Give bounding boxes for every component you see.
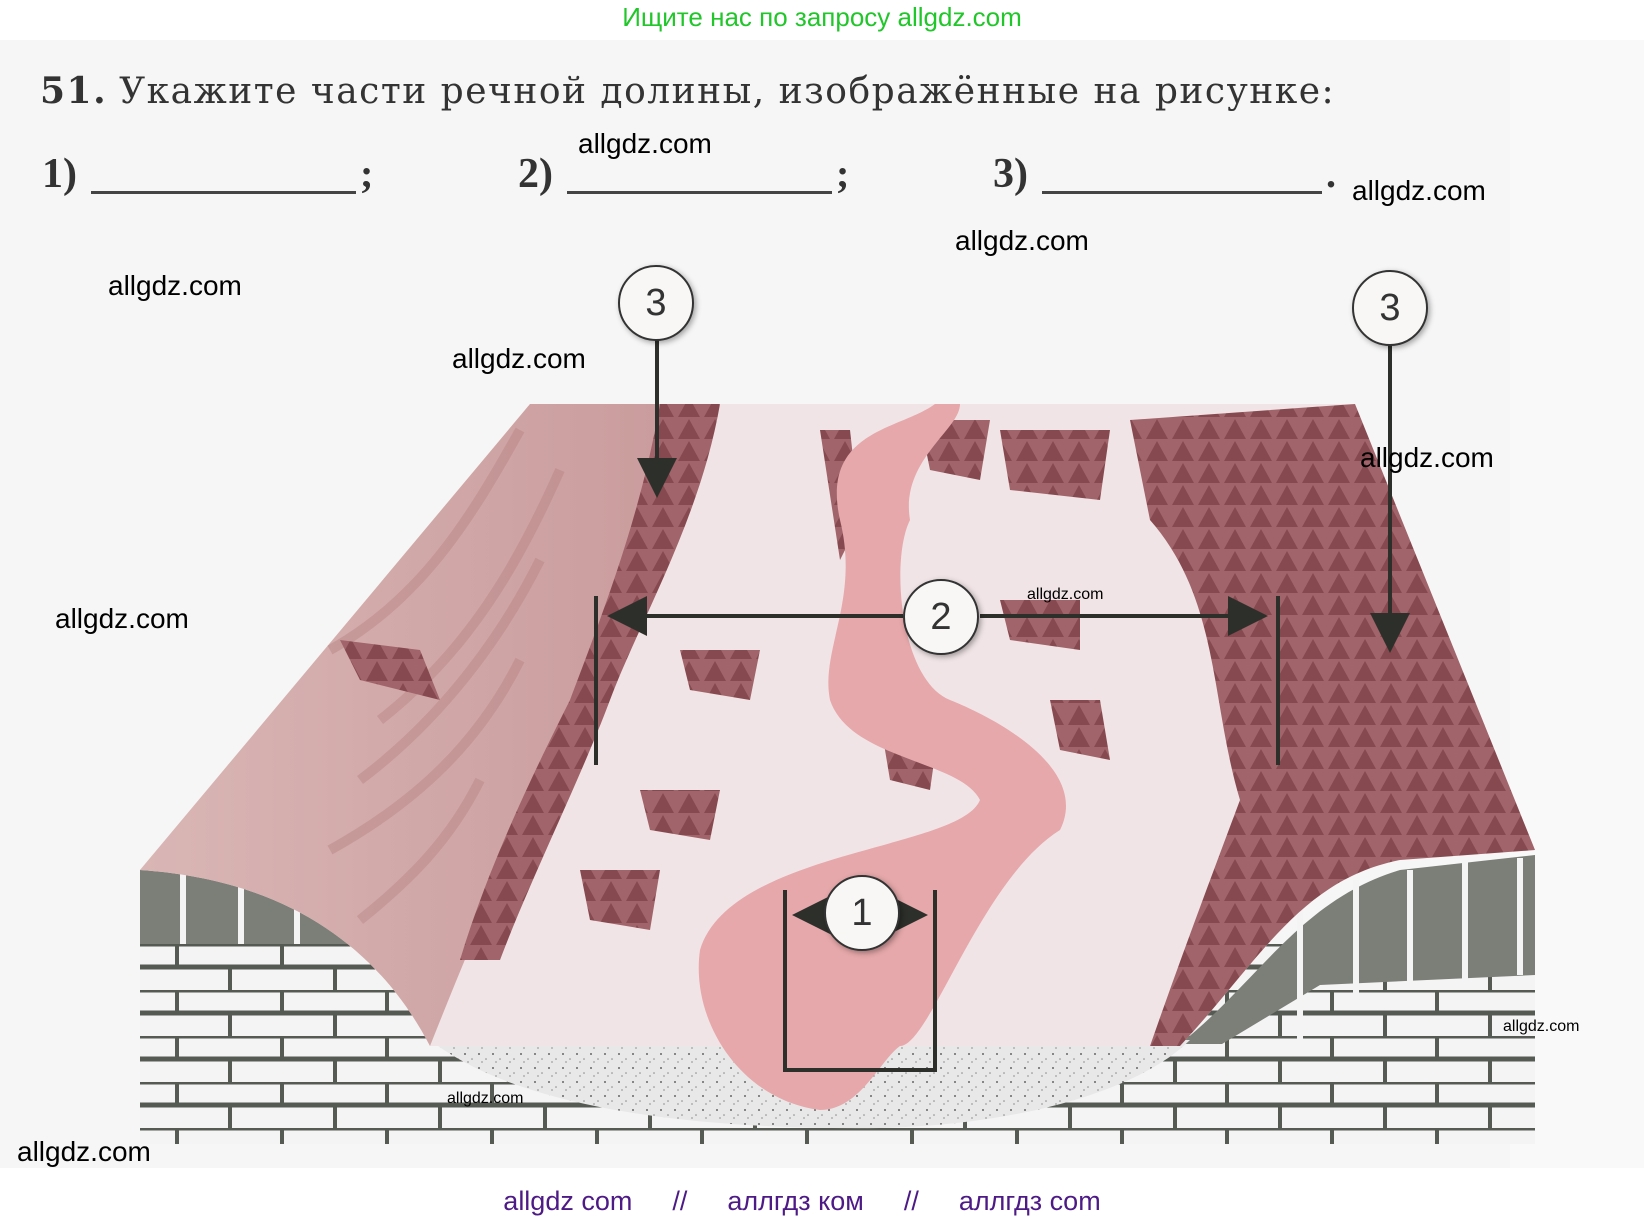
watermark[interactable]: allgdz.com	[108, 270, 242, 301]
watermark[interactable]: allgdz.com	[447, 1090, 524, 1107]
answer-3-blank[interactable]	[1042, 190, 1322, 194]
footer-link[interactable]: allgdz com	[503, 1186, 633, 1216]
watermark[interactable]: allgdz.com	[452, 343, 586, 374]
left-forest	[460, 404, 720, 960]
watermark[interactable]: allgdz.com	[578, 128, 712, 159]
footer-banner: allgdz com // аллгдз ком // аллгдз com	[0, 1168, 1644, 1228]
task-question: Укажите части речной долины, изображённы…	[119, 71, 1336, 112]
answer-label: 3)	[993, 151, 1028, 197]
answer-label: 1)	[42, 151, 77, 197]
header-banner: Ищите нас по запросу allgdz.com	[0, 0, 1644, 40]
answer-2: 2);	[518, 151, 850, 197]
watermark[interactable]: allgdz.com	[55, 603, 189, 634]
bracket-1	[783, 890, 937, 1072]
footer-link[interactable]: аллгдз com	[958, 1186, 1101, 1216]
banner-text[interactable]: Ищите нас по запросу allgdz.com	[622, 2, 1022, 32]
watermark[interactable]: allgdz.com	[955, 225, 1089, 256]
watermark[interactable]: allgdz.com	[1352, 175, 1486, 206]
left-valley-slope	[140, 404, 700, 1046]
answer-3: 3).	[993, 151, 1336, 197]
right-forest-slope	[1130, 404, 1535, 1046]
answer-2-blank[interactable]	[567, 190, 832, 194]
callout-3-left: 3	[618, 265, 694, 341]
task-title: 51. Укажите части речной долины, изображё…	[40, 70, 1335, 112]
callout-2: 2	[903, 579, 979, 655]
watermark[interactable]: allgdz.com	[1503, 1018, 1580, 1035]
callout-1: 1	[824, 875, 900, 951]
footer-separator: //	[903, 1186, 919, 1216]
river	[698, 404, 1066, 1110]
callout-3-right: 3	[1352, 270, 1428, 346]
task-number: 51.	[40, 70, 108, 112]
watermark[interactable]: allgdz.com	[17, 1136, 151, 1167]
answer-1: 1);	[42, 151, 374, 197]
answer-1-blank[interactable]	[91, 190, 356, 194]
watermark[interactable]: allgdz.com	[1027, 586, 1104, 603]
footer-separator: //	[672, 1186, 688, 1216]
footer-link[interactable]: аллгдз ком	[727, 1186, 864, 1216]
answer-label: 2)	[518, 151, 553, 197]
watermark[interactable]: allgdz.com	[1360, 442, 1494, 473]
